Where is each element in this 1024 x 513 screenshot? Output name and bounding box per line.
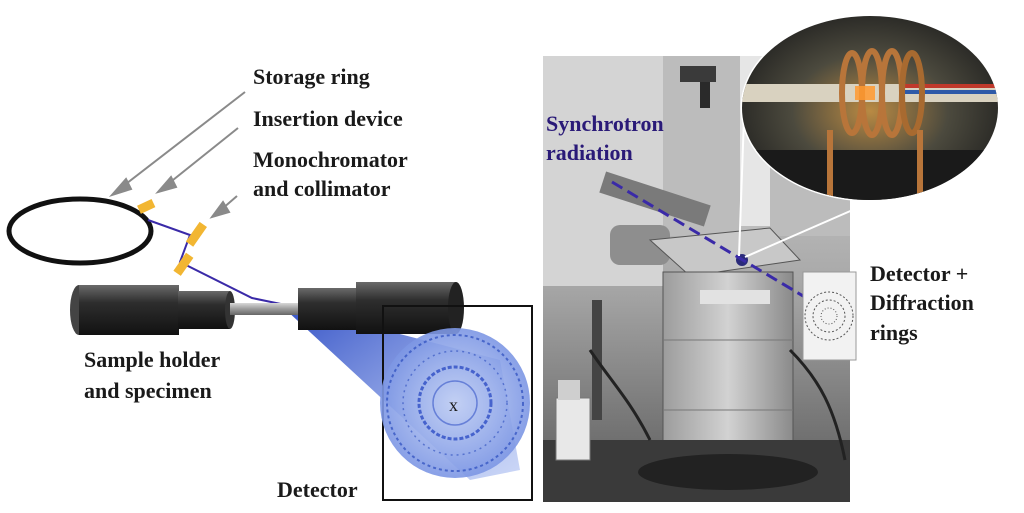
label-storage-ring: Storage ring (253, 64, 370, 89)
label-insertion-device: Insertion device (253, 106, 403, 131)
label-detector-rings-3: rings (870, 320, 918, 345)
label-detector-rings-2: Diffraction (870, 290, 974, 315)
label-detector-rings-1: Detector + (870, 261, 968, 286)
optics-mirrors (137, 198, 207, 276)
label-synchrotron-1: Synchrotron (546, 111, 664, 136)
label-monochromator-1: Monochromator (253, 147, 408, 172)
sample-holder-cylinders (70, 282, 464, 335)
label-sample-2: and specimen (84, 378, 212, 403)
pointer-arrows (108, 91, 246, 219)
label-sample-1: Sample holder (84, 347, 221, 372)
photo-beam-path (611, 180, 841, 320)
label-monochromator-2: and collimator (253, 176, 391, 201)
storage-ring (6, 196, 154, 266)
photo-detector-panel (802, 271, 857, 361)
diffraction-pattern (380, 328, 530, 478)
label-synchrotron-2: radiation (546, 140, 633, 165)
label-detector: Detector (277, 477, 358, 502)
detector-center-mark: x (449, 395, 458, 415)
